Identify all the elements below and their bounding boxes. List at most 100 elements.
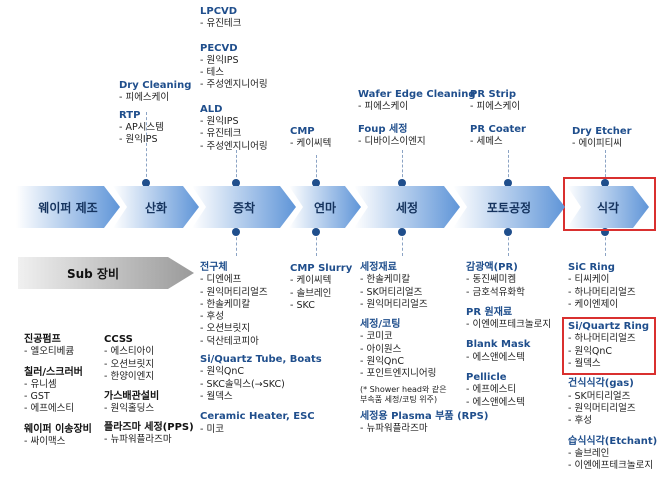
item: - 코미코 — [360, 331, 393, 343]
item: - 솔브레인 — [290, 287, 332, 299]
item: - SK머티리얼즈 — [568, 390, 631, 402]
item: - 오션브릿지 — [200, 323, 251, 335]
title-cleaning-coating: 세정/코팅 — [360, 319, 401, 331]
item: - 덕산테코피아 — [200, 335, 259, 347]
title-plasma-parts: 세정용 Plasma 부품 (RPS) — [360, 410, 489, 422]
title-blank-mask: Blank Mask — [466, 339, 531, 351]
block-cmp: CMP - 케이씨텍 — [290, 126, 331, 151]
item: - 원익QnC — [360, 356, 405, 368]
item: - 유진테크 — [200, 18, 242, 30]
item: - 유진테크 — [200, 128, 242, 140]
block-dry-cleaning: Dry Cleaning - 피에스케이 RTP - AP시스템 - 원익IPS — [119, 80, 191, 146]
dot-photo-top — [504, 179, 512, 187]
connector-dry-cleaning — [146, 112, 147, 182]
title-cmp-slurry: CMP Slurry — [290, 263, 353, 274]
item: - AP시스템 — [119, 121, 164, 133]
title-wet-etch: 습식식각(Etchant) — [568, 435, 658, 447]
item: - 한솔케미칼 — [200, 298, 251, 310]
title-foup: Foup 세정 — [358, 123, 408, 135]
item: - 월덱스 — [568, 358, 601, 370]
cleaning-note-line1: (* Shower head와 같은 — [360, 384, 447, 394]
process-step-photo: 포토공정 — [453, 186, 565, 228]
item: - 한솔케미칼 — [360, 274, 411, 286]
item: - 싸이맥스 — [24, 436, 66, 448]
dot-etch-top — [601, 179, 609, 187]
title-precursor: 전구체 — [200, 262, 228, 273]
dot-cmp-top — [312, 179, 320, 187]
process-step-deposition: 증착 — [192, 186, 296, 228]
block-photo-top: PR Strip - 피에스케이 PR Coater - 세메스 — [470, 89, 526, 148]
block-cmp-bottom: CMP Slurry - 케이씨텍 - 솔브레인 - SKC — [290, 263, 352, 312]
item: - 오션브릿지 — [104, 358, 155, 370]
highlight-si-quartz-ring — [562, 317, 656, 375]
title-vacuum-pump: 진공펌프 — [24, 334, 61, 345]
item: - 원익IPS — [200, 116, 239, 128]
item: - 원익머티리얼즈 — [568, 402, 636, 414]
item: - 에스앤에스텍 — [466, 351, 525, 363]
dot-cmp-bottom — [312, 228, 320, 236]
dot-etch-bottom — [601, 228, 609, 236]
cleaning-note-line2: 부속품 세정/코팅 위주) — [360, 394, 438, 404]
item: - 케이씨텍 — [290, 275, 332, 287]
connector-photo-top — [508, 150, 509, 182]
item: - 주성엔지니어링 — [200, 79, 268, 91]
title-dry-cleaning: Dry Cleaning — [119, 80, 192, 91]
item: - 피에스케이 — [119, 92, 170, 104]
item: - 원익IPS — [200, 54, 239, 66]
dot-deposition-bottom — [232, 228, 240, 236]
item: - 유니셈 — [24, 378, 57, 390]
item: - 동진쎄미켐 — [466, 274, 517, 286]
title-lpcvd: LPCVD — [200, 6, 238, 17]
title-chiller: 칠러/스크러버 — [24, 366, 83, 378]
dot-cleaning-bottom — [398, 228, 406, 236]
title-photoresist: 감광액(PR) — [466, 262, 518, 273]
title-sic-ring: SiC Ring — [568, 262, 615, 273]
process-step-oxidation: 산화 — [113, 186, 199, 228]
item: - 원익홀딩스 — [104, 403, 155, 415]
item: - 원익머티리얼즈 — [200, 286, 268, 298]
title-wafer-edge: Wafer Edge Cleaning — [358, 89, 476, 100]
item: - 하나머티리얼즈 — [568, 286, 636, 298]
item: - 에프에스티 — [466, 384, 517, 396]
block-deposition-bottom: 전구체 - 디엔에프 - 원익머티리얼즈 - 한솔케미칼 - 후성 - 오션브릿… — [200, 262, 322, 436]
item: - 원익IPS — [119, 134, 158, 146]
process-step-etch: 식각 — [567, 186, 649, 228]
item: - 케이엔제이 — [568, 298, 619, 310]
sub-equipment-banner: Sub 장비 — [18, 257, 194, 289]
item: - 아이원스 — [360, 343, 402, 355]
dot-cleaning-top — [398, 179, 406, 187]
title-cleaning-material: 세정재료 — [360, 262, 397, 273]
title-dry-etch-gas: 건식식각(gas) — [568, 378, 634, 390]
block-etch-bottom: SiC Ring - 티씨케이 - 하나머티리얼즈 - 케이엔제이 Si/Qua… — [568, 262, 657, 472]
item: - 엘오티베큠 — [24, 346, 75, 358]
process-step-cleaning: 세정 — [354, 186, 460, 228]
title-plasma-clean: 플라즈마 세정(PPS) — [104, 421, 194, 433]
item: - 이엔에프테크놀로지 — [466, 319, 552, 331]
item: - 테스 — [200, 67, 224, 79]
title-rtp: RTP — [119, 109, 141, 121]
connector-cmp — [316, 155, 317, 182]
title-wafer-transfer: 웨이퍼 이송장비 — [24, 423, 92, 435]
item: - 뉴파워플라즈마 — [360, 422, 428, 434]
item: - 티씨케이 — [568, 274, 610, 286]
item: - 한양이엔지 — [104, 370, 155, 382]
item: - 케이씨텍 — [290, 138, 332, 150]
connector-cleaning-top — [402, 150, 403, 182]
connector-photo-bottom — [508, 232, 509, 256]
item: - SKC — [290, 299, 315, 311]
item: - 포인트엔지니어링 — [360, 368, 437, 380]
title-si-quartz-tube: Si/Quartz Tube, Boats — [200, 354, 322, 366]
item: - GST — [24, 391, 50, 403]
title-pecvd: PECVD — [200, 42, 238, 54]
title-pr-coater: PR Coater — [470, 123, 526, 135]
dot-photo-bottom — [504, 228, 512, 236]
item: - 후성 — [568, 415, 592, 427]
item: - 디엔에프 — [200, 274, 242, 286]
title-pellicle: Pellicle — [466, 372, 507, 384]
item: - 세메스 — [470, 135, 503, 147]
block-sub-left: 진공펌프 - 엘오티베큠 칠러/스크러버 - 유니셈 - GST - 에프에스티… — [24, 334, 92, 448]
item: - 하나머티리얼즈 — [568, 333, 636, 345]
item: - 원익QnC — [200, 366, 245, 378]
process-step-wafer: 웨이퍼 제조 — [16, 186, 120, 228]
connector-etch-top — [605, 150, 606, 182]
